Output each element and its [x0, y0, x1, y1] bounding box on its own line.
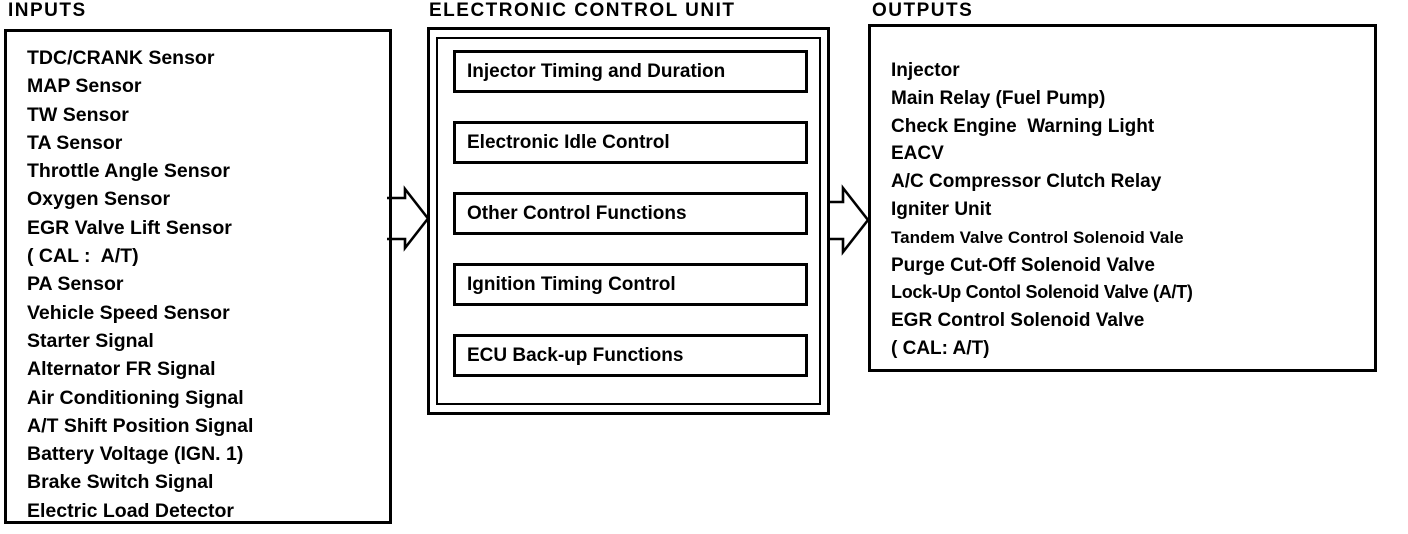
input-item: TW Sensor: [27, 103, 129, 126]
ecu-function-box: Ignition Timing Control: [453, 263, 808, 306]
output-item: Tandem Valve Control Solenoid Vale: [891, 227, 1184, 247]
output-item: Injector: [891, 60, 960, 81]
ecu-inner-box: [436, 37, 821, 405]
input-item: Oxygen Sensor: [27, 188, 171, 211]
input-item: PA Sensor: [27, 273, 124, 296]
ecu-function-box: ECU Back-up Functions: [453, 334, 808, 377]
ecu-to-outputs-arrow-icon: [828, 184, 870, 256]
input-item: EGR Valve Lift Sensor: [27, 216, 232, 239]
input-item: Air Conditioning Signal: [27, 386, 244, 409]
input-item: ( CAL : A/T): [27, 245, 139, 268]
input-item: Electric Load Detector: [27, 499, 234, 522]
ecu-heading: ELECTRONIC CONTROL UNIT: [429, 0, 736, 21]
input-item: Brake Switch Signal: [27, 471, 214, 494]
input-item: Battery Voltage (IGN. 1): [27, 443, 244, 466]
ecu-function-box: Injector Timing and Duration: [453, 50, 808, 93]
input-item: TDC/CRANK Sensor: [27, 47, 215, 69]
output-item: A/C Compressor Clutch Relay: [891, 171, 1162, 193]
output-item: Check Engine Warning Light: [891, 115, 1155, 137]
output-item: Igniter Unit: [891, 198, 992, 220]
input-item: Throttle Angle Sensor: [27, 160, 230, 183]
input-item: Alternator FR Signal: [27, 358, 216, 381]
ecu-function-box: Other Control Functions: [453, 192, 808, 235]
outputs-heading: OUTPUTS: [872, 0, 974, 21]
inputs-heading: INPUTS: [8, 0, 87, 21]
output-item: Main Relay (Fuel Pump): [891, 87, 1106, 109]
output-item: Lock-Up Contol Solenoid Valve (A/T): [891, 282, 1193, 303]
output-item: EGR Control Solenoid Valve: [891, 310, 1145, 332]
input-item: Starter Signal: [27, 329, 154, 352]
output-item: Purge Cut-Off Solenoid Valve: [891, 254, 1155, 276]
input-item: A/T Shift Position Signal: [27, 414, 254, 437]
input-item: Vehicle Speed Sensor: [27, 301, 230, 324]
input-item: TA Sensor: [27, 131, 123, 154]
ecu-function-box: Electronic Idle Control: [453, 121, 808, 164]
input-item: MAP Sensor: [27, 75, 142, 98]
output-item: EACV: [891, 143, 944, 165]
output-item: ( CAL: A/T): [891, 337, 990, 359]
